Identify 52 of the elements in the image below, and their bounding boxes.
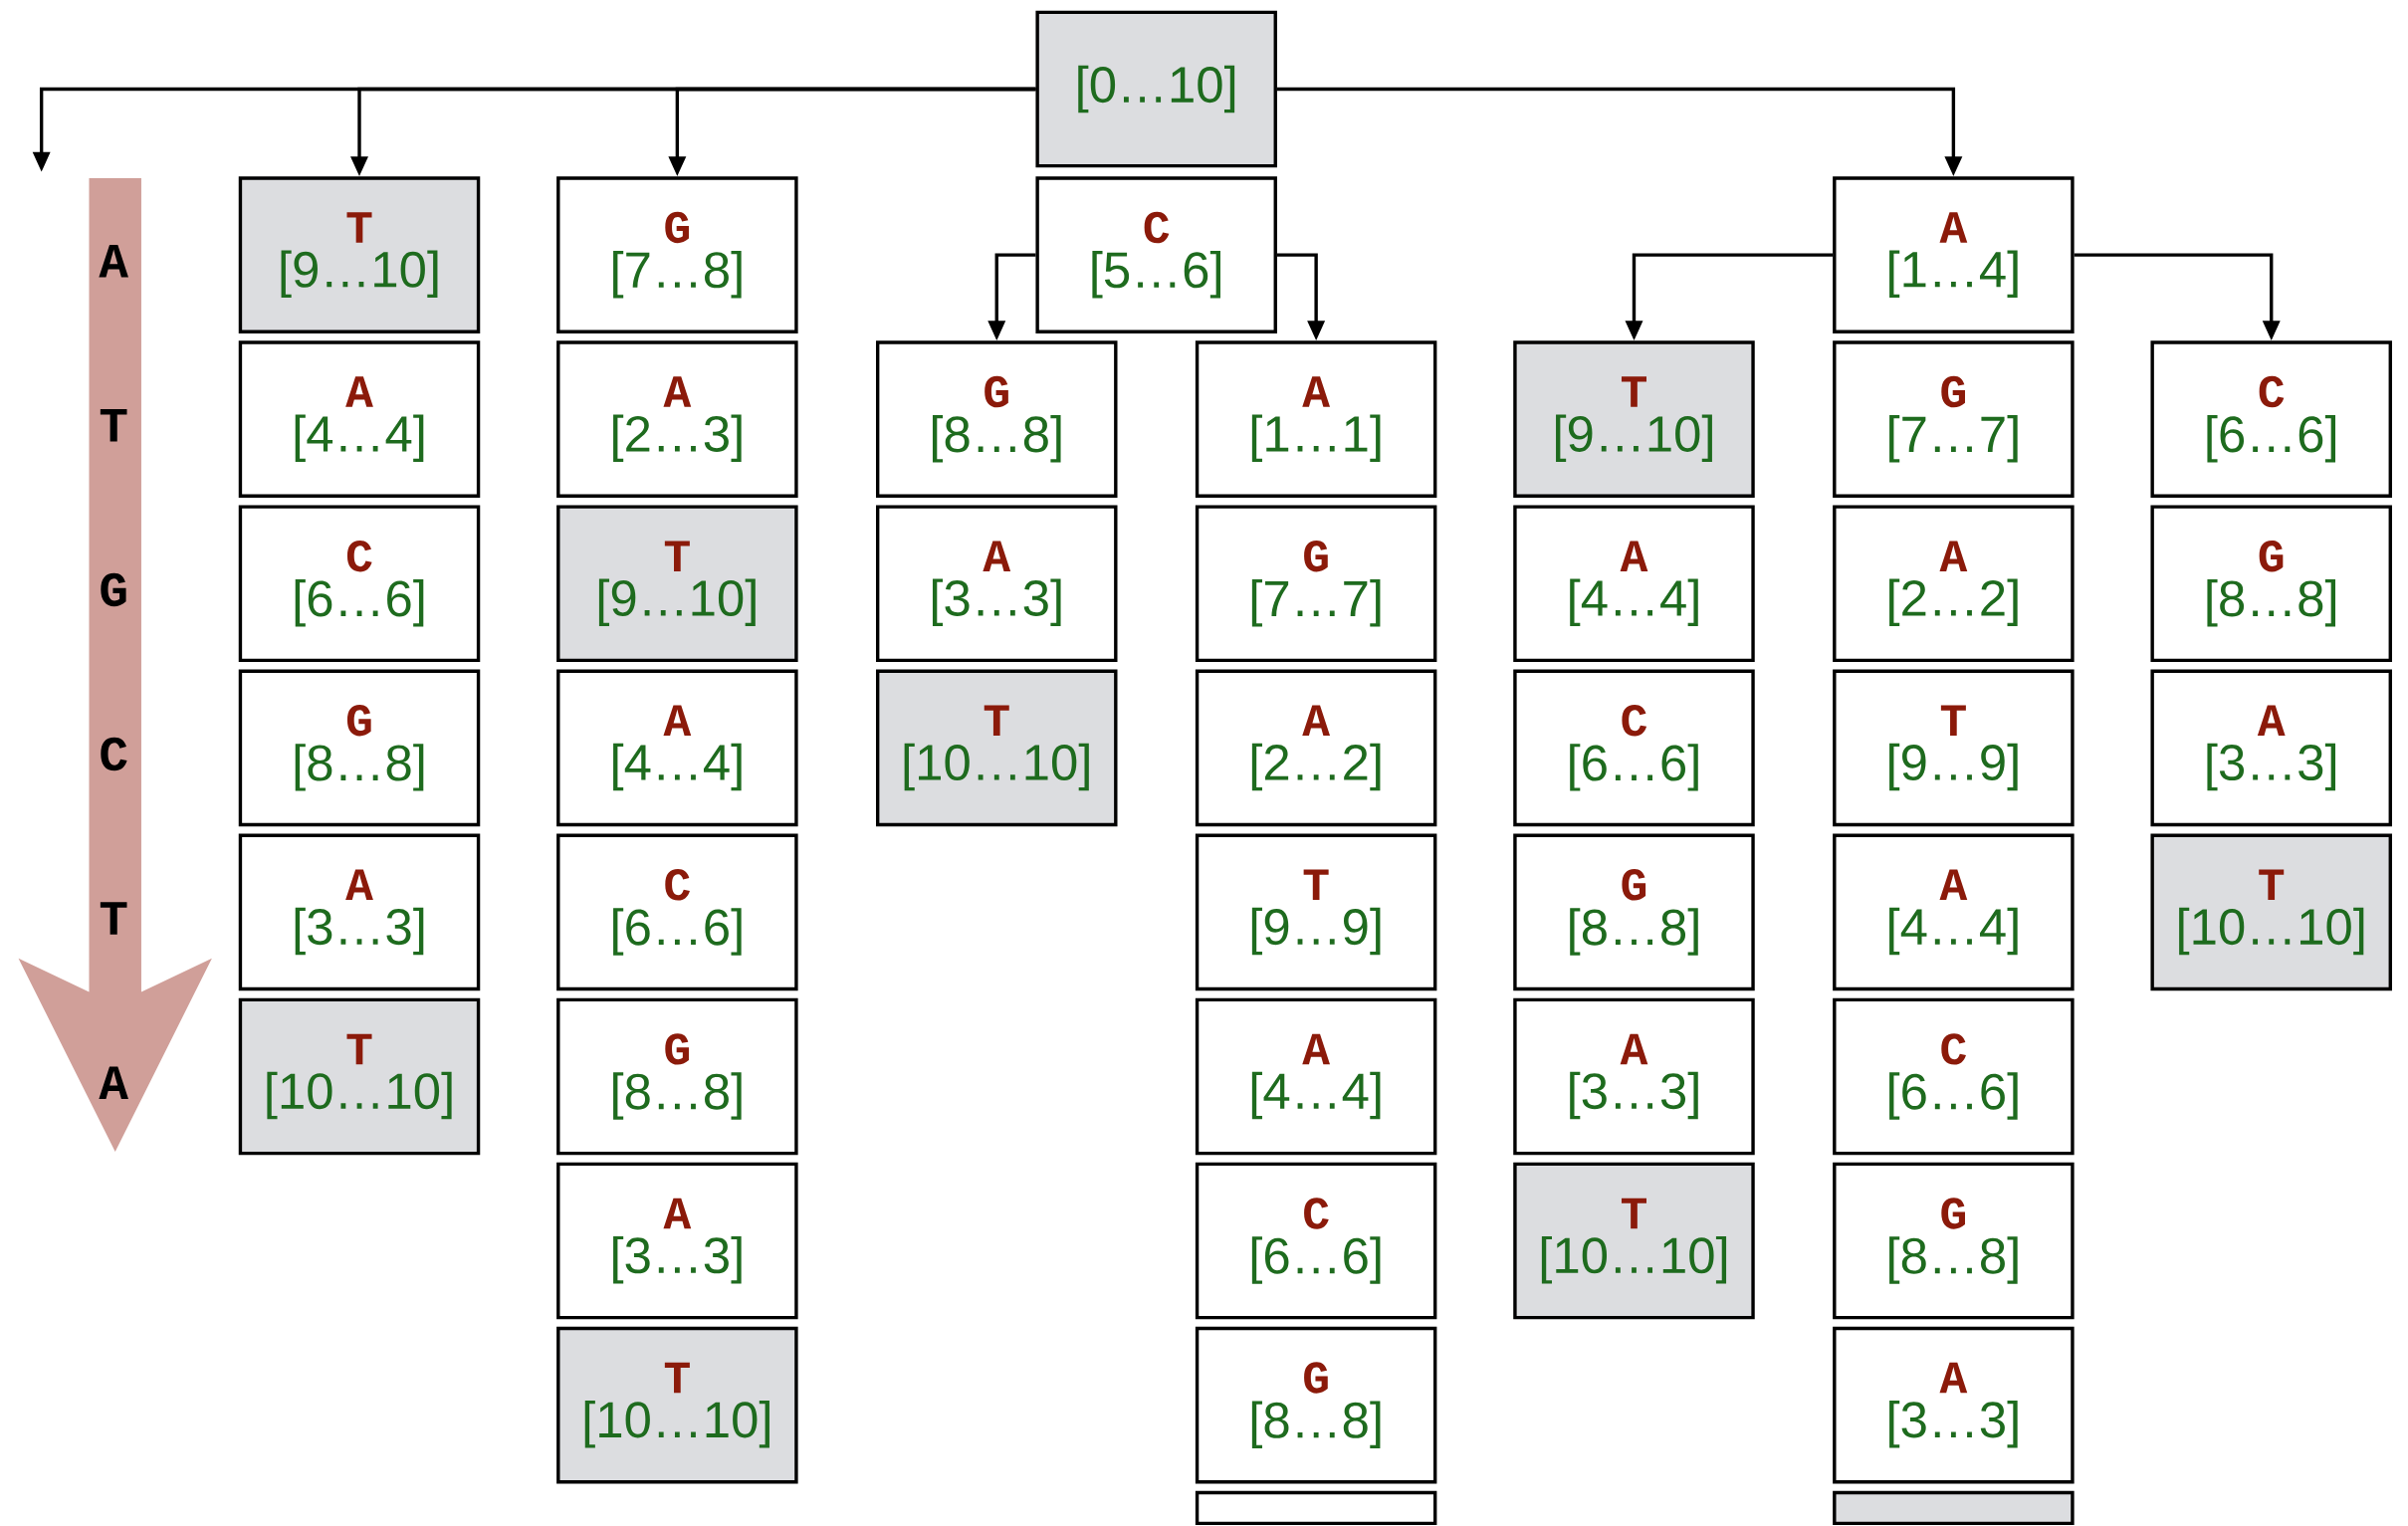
trie-node-box: A [4…4] [1195, 997, 1437, 1156]
trie-node-box: A [3…3] [1833, 1326, 2075, 1484]
empty-box [1195, 1490, 1437, 1525]
trie-node-box: C [6…6] [1833, 997, 2075, 1156]
trie-node-box: A [3…3] [1513, 997, 1755, 1156]
trie-node-box: C [6…6] [238, 505, 481, 662]
trie-node-box: A [4…4] [238, 340, 481, 498]
trie-node-box: G [8…8] [876, 340, 1118, 498]
trie-node-box: A [2…3] [556, 340, 798, 498]
empty-box [1833, 1490, 2075, 1525]
trie-node-box: A [1…4] [1833, 176, 2075, 333]
trie-node-box: A [3…3] [876, 505, 1118, 662]
trie-node-box: T [10…10] [1513, 1162, 1755, 1320]
trie-node-box: A [4…4] [1513, 505, 1755, 662]
trie-node-box: A [4…4] [1833, 833, 2075, 990]
trie-node-box: T [9…9] [1833, 669, 2075, 826]
trie-node-box: A [2…2] [1195, 669, 1437, 826]
trie-node-box: G [8…8] [1833, 1162, 2075, 1320]
sequence-letter: A [99, 244, 128, 278]
trie-node-box: A [3…3] [238, 833, 481, 990]
trie-node-box: G [8…8] [238, 669, 481, 826]
trie-node-box: C [6…6] [1195, 1162, 1437, 1320]
trie-node-box: T [10…10] [556, 1326, 798, 1484]
trie-node-box: T [9…10] [556, 505, 798, 662]
trie-node-box: G [8…8] [1513, 833, 1755, 990]
trie-node-box: G [8…8] [2150, 505, 2392, 662]
trie-node-box: G [8…8] [1195, 1326, 1437, 1484]
trie-node-box: T [10…10] [2150, 833, 2392, 990]
sequence-letter: A [99, 1066, 128, 1099]
trie-node-box: G [8…8] [556, 997, 798, 1156]
trie-node-box: C [6…6] [556, 833, 798, 990]
trie-node-box: T [9…10] [238, 176, 481, 333]
trie-node-box: A [4…4] [556, 669, 798, 826]
sequence-letter: C [101, 737, 127, 770]
trie-node-box: T [10…10] [238, 997, 481, 1156]
root-box: [0…10] [1035, 10, 1277, 168]
sequence-letter: T [100, 408, 127, 442]
trie-node-box: G [7…8] [556, 176, 798, 333]
trie-node-box: T [10…10] [876, 669, 1118, 826]
trie-node-box: A [3…3] [2150, 669, 2392, 826]
trie-node-box: A [1…1] [1195, 340, 1437, 498]
trie-node-box: T [9…10] [1513, 340, 1755, 498]
trie-node-box: A [3…3] [556, 1162, 798, 1320]
trie-node-box: T [9…9] [1195, 833, 1437, 990]
trie-node-box: C [6…6] [1513, 669, 1755, 826]
trie-node-box: A [2…2] [1833, 505, 2075, 662]
trie-node-box: C [5…6] [1035, 176, 1277, 333]
trie-node-box: C [6…6] [2150, 340, 2392, 498]
sequence-letter: G [101, 572, 126, 606]
sequence-letter: T [100, 902, 127, 935]
trie-node-box: G [7…7] [1833, 340, 2075, 498]
trie-node-box: G [7…7] [1195, 505, 1437, 662]
